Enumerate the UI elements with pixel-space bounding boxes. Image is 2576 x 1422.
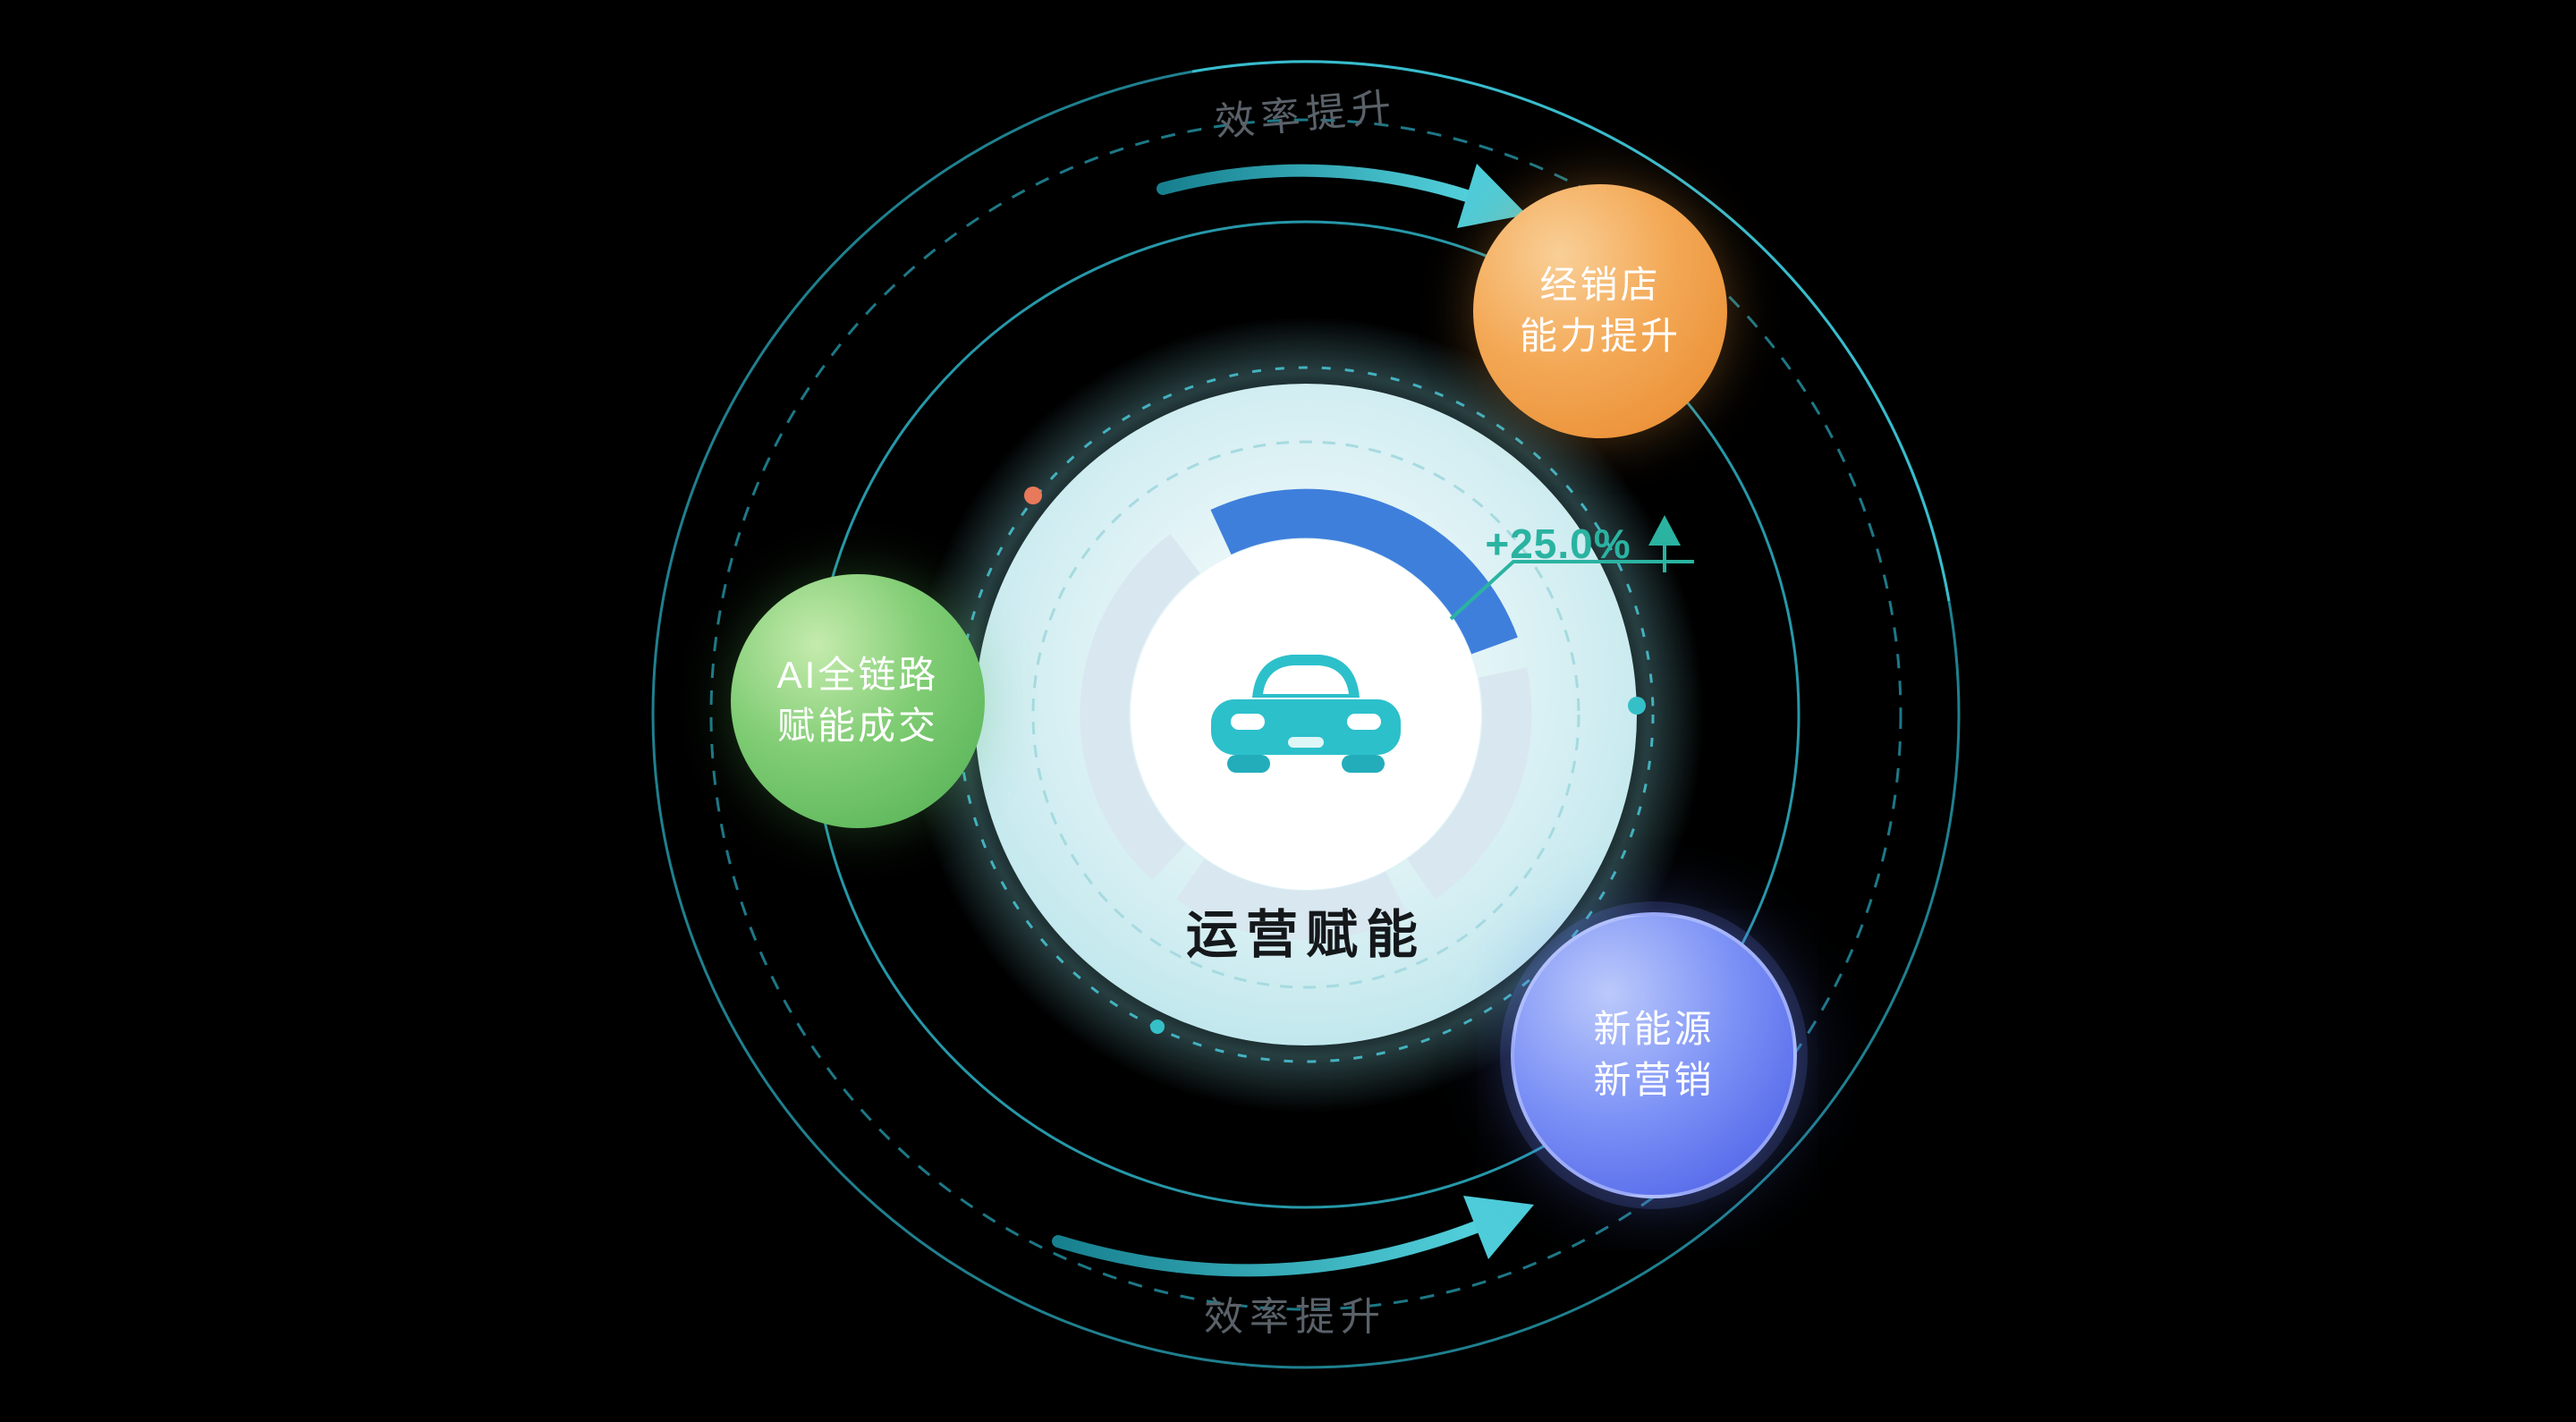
car-body	[1211, 699, 1401, 755]
bubble-dealer-line2: 能力提升	[1519, 315, 1681, 357]
bottom-arrow-swoosh	[1052, 1221, 1482, 1277]
car-wheel-left	[1227, 755, 1270, 773]
bubble-ai-line1: AI全链路	[776, 654, 939, 697]
car-icon	[1211, 655, 1401, 773]
bubble-ai-line2: 赋能成交	[776, 705, 938, 747]
dashed-orbit-ring	[709, 118, 1902, 1311]
car-headlight-left	[1231, 714, 1265, 730]
gauge-ring	[1080, 488, 1532, 941]
inner-dashed-ring	[1031, 440, 1580, 989]
bubble-nev-line2: 新营销	[1593, 1059, 1715, 1101]
car-windshield	[1263, 665, 1349, 694]
outer-orbit-highlight-arc	[1191, 60, 1951, 602]
gauge-value-arc	[1210, 488, 1518, 655]
gauge-track-bottom	[1176, 859, 1409, 941]
bubble-dealer-line1: 经销店	[1539, 264, 1661, 307]
metric-up-arrow-icon	[1648, 515, 1681, 546]
center-label: 运营赋能	[1185, 906, 1427, 964]
gauge-track-left	[1080, 534, 1200, 881]
top-arrow-swoosh	[1157, 164, 1473, 202]
metric-callout-line	[1449, 560, 1694, 621]
teal-orbit-dot-right	[1628, 697, 1646, 715]
gauge-track-right	[1406, 667, 1532, 900]
car-bumper-slot	[1288, 737, 1324, 748]
bubble-nev-line1: 新能源	[1593, 1008, 1715, 1051]
orbit-dots	[1024, 487, 1646, 1034]
car-headlight-right	[1347, 714, 1381, 730]
growth-metric: +25.0%	[1485, 521, 1631, 567]
orange-orbit-dot	[1024, 487, 1042, 504]
bubble-dealer-capability: 经销店 能力提升	[1473, 184, 1727, 438]
metric-callout	[1449, 515, 1694, 621]
teal-orbit-dot-bottom	[1150, 1020, 1165, 1034]
efficiency-arrows	[1052, 164, 1534, 1277]
efficiency-label-bottom: 效率提升	[1204, 1295, 1386, 1339]
car-wheel-right	[1342, 755, 1385, 773]
bubble-ai-full-chain: AI全链路 赋能成交	[731, 574, 985, 828]
bubble-new-energy-marketing: 新能源 新营销	[1511, 912, 1797, 1198]
top-arrowhead-icon	[1457, 164, 1527, 228]
bottom-arrowhead-icon	[1463, 1196, 1534, 1259]
